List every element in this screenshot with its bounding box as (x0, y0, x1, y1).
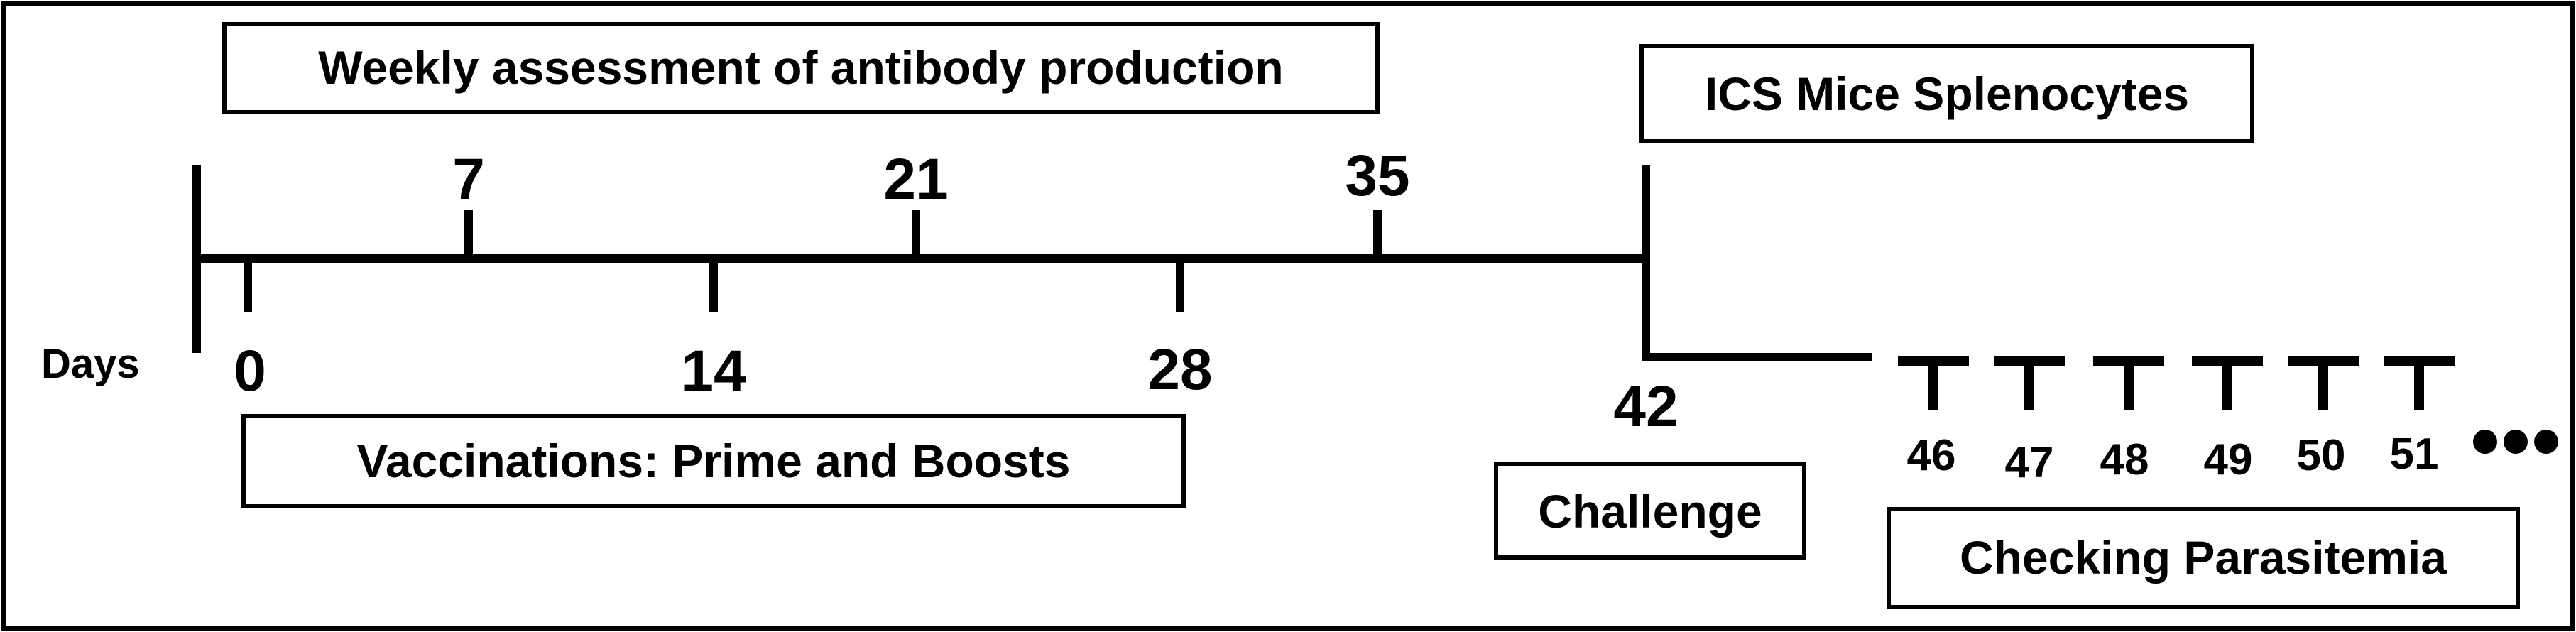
tick-label-0: 0 (234, 339, 266, 403)
weekly-assessment-box: Weekly assessment of antibody production (222, 22, 1380, 114)
parasitemia-label-50: 50 (2297, 431, 2346, 480)
weekly-assessment-label: Weekly assessment of antibody production (318, 41, 1283, 94)
checking-parasitemia-label: Checking Parasitemia (1960, 531, 2447, 584)
continuation-ellipsis-icon (2473, 430, 2558, 454)
parasitemia-marker-46: 46 (1898, 356, 1969, 480)
parasitemia-label-47: 47 (2005, 438, 2054, 487)
parasitemia-label-49: 49 (2204, 435, 2253, 484)
tick-label-14: 14 (681, 339, 746, 403)
parasitemia-marker-47: 47 (1994, 356, 2065, 487)
tick-label-42: 42 (1613, 374, 1678, 439)
checking-parasitemia-box: Checking Parasitemia (1887, 507, 2520, 609)
days-axis-label: Days (41, 341, 140, 387)
parasitemia-marker-51: 51 (2384, 356, 2455, 479)
ics-splenocytes-box: ICS Mice Splenocytes (1639, 44, 2254, 143)
tick-label-28: 28 (1147, 337, 1212, 402)
vaccinations-box: Vaccinations: Prime and Boosts (241, 414, 1186, 508)
parasitemia-label-51: 51 (2390, 430, 2439, 479)
tick-label-21: 21 (883, 147, 948, 212)
challenge-box: Challenge (1494, 462, 1806, 560)
parasitemia-marker-50: 50 (2288, 356, 2359, 480)
parasitemia-label-46: 46 (1907, 431, 1956, 480)
challenge-label: Challenge (1538, 485, 1762, 538)
tick-label-7: 7 (452, 147, 485, 212)
tick-label-35: 35 (1345, 143, 1409, 208)
ics-splenocytes-label: ICS Mice Splenocytes (1705, 67, 2189, 120)
parasitemia-marker-49: 49 (2192, 356, 2263, 484)
parasitemia-label-48: 48 (2100, 435, 2149, 484)
vaccinations-label: Vaccinations: Prime and Boosts (357, 435, 1071, 487)
parasitemia-marker-48: 48 (2093, 356, 2164, 484)
